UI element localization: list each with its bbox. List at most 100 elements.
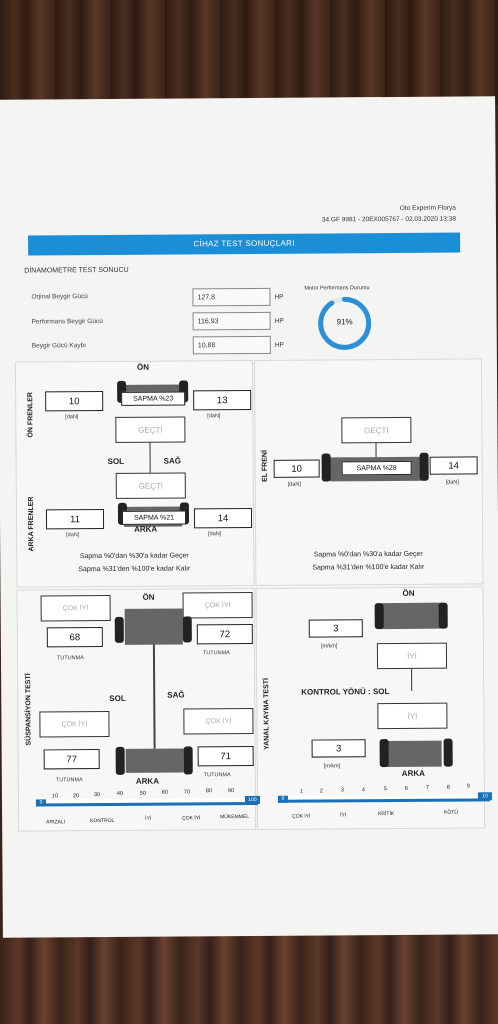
banner-title: CİHAZ TEST SONUÇLARI [28, 232, 461, 256]
side-slip-tick: 6 [404, 785, 408, 792]
side-slip-label: YANAL KAYMA TESTİ [263, 678, 271, 750]
front-right-suspension-value: 72 [196, 623, 253, 645]
suspension-tick: 70 [183, 789, 191, 796]
dyno-row-label: Performans Beygir Gücü [31, 318, 103, 326]
rear-left-suspension-status: ÇOK İYİ [39, 710, 110, 738]
unit-label: [daN] [287, 481, 301, 488]
dyno-row-unit: HP [274, 317, 284, 325]
suspension-front-left-wheel [114, 616, 124, 643]
hand-brake-left-wheel [321, 453, 331, 482]
suspension-scale-label: ARIZALI [46, 819, 66, 826]
unit-label: TUTUNMA [203, 772, 231, 779]
suspension-rear-axle-image [125, 748, 184, 773]
front-left-brake-value: 10 [45, 391, 104, 412]
side-slip-rear-left-wheel [379, 739, 389, 768]
reference-line: 34 GF 9981 - 20EX005767 - 02.03.2020 13:… [321, 215, 456, 224]
rear-right-suspension-value: 71 [197, 745, 254, 767]
side-slip-scale-start: 0 [277, 795, 288, 803]
suspension-tick: 80 [205, 788, 213, 795]
hand-brake-shaft [375, 443, 377, 458]
suspension-tick: 10 [51, 793, 59, 800]
side-slip-rear-right-wheel [443, 738, 453, 767]
side-slip-scale-label: KRİTİK [378, 810, 395, 818]
suspension-label: SÜSPANSİYON TESTİ [25, 673, 33, 746]
suspension-scale-end: 100 [244, 795, 261, 805]
front-left-suspension-status: ÇOK İYİ [40, 594, 111, 622]
hand-brake-right-wheel [419, 452, 429, 481]
dyno-row-unit: HP [274, 293, 284, 301]
front-brake-status: GEÇTİ [115, 416, 186, 443]
rear-left-brake-value: 11 [45, 509, 105, 530]
unit-label: [daN] [445, 479, 459, 486]
front-right-brake-value: 13 [193, 389, 252, 411]
unit-label: TUTUNMA [56, 655, 84, 662]
left-label: SOL [107, 456, 125, 466]
side-slip-rear-axle-image [385, 740, 442, 768]
dyno-row-value: 10,88 [192, 335, 271, 355]
performance-gauge [318, 296, 372, 350]
rear-right-brake-value: 14 [193, 507, 253, 529]
company-name: Oto Experim Florya [399, 204, 456, 212]
side-slip-front-left-wheel [374, 603, 384, 630]
side-slip-tick: 5 [383, 786, 387, 793]
unit-label: [m/km] [323, 763, 341, 770]
hand-brake-label: EL FRENİ [261, 450, 269, 482]
right-label: SAĞ [167, 690, 185, 700]
side-slip-shaft [411, 668, 413, 691]
suspension-scale-start: 0 [35, 799, 47, 807]
front-label: ÖN [142, 592, 155, 602]
side-slip-front-axle-image [382, 602, 441, 630]
side-slip-front-value: 3 [308, 619, 363, 638]
side-slip-tick: 7 [425, 784, 429, 791]
suspension-scale-label: MÜKEMMEL [220, 814, 250, 821]
hand-brake-right-value: 14 [429, 456, 478, 475]
rear-deviation: SAPMA %21 [121, 510, 187, 525]
dyno-row-unit: HP [274, 341, 284, 349]
suspension-tick: 20 [72, 793, 80, 800]
side-slip-tick: 4 [361, 787, 365, 794]
suspension-tick: 50 [139, 790, 147, 797]
rear-label: ARKA [401, 768, 425, 778]
unit-label: [m/km] [320, 643, 338, 650]
dyno-row-label: Beygir Gücü Kaybı [31, 342, 87, 350]
hand-brake-left-value: 10 [273, 459, 320, 478]
suspension-front-axle-image [124, 608, 183, 645]
suspension-rear-right-wheel [183, 746, 193, 775]
front-left-suspension-value: 68 [46, 627, 103, 648]
side-slip-scale-label: ÇOK İYİ [292, 813, 311, 820]
rear-brakes-label: ARKA FRENLER [27, 496, 36, 552]
wood-background-top [0, 0, 498, 105]
rear-left-suspension-value: 77 [43, 749, 100, 770]
side-slip-scale-end: 10 [477, 792, 492, 801]
right-label: SAĞ [163, 456, 181, 466]
side-slip-rear-value: 3 [311, 739, 366, 758]
unit-label: [daN] [66, 532, 80, 539]
dyno-row-label: Orjinal Beygir Gücü [31, 293, 88, 301]
unit-label: [daN] [208, 531, 222, 538]
hand-brake-deviation: SAPMA %28 [341, 460, 412, 476]
front-label: ÖN [136, 362, 149, 372]
control-direction: KONTROL YÖNÜ : SOL [301, 687, 390, 697]
suspension-tick: 30 [93, 792, 101, 799]
wood-background-bottom [0, 930, 498, 1024]
suspension-tick: 60 [161, 789, 169, 796]
side-slip-rear-status: İYİ [377, 702, 448, 730]
suspension-scale-label: İYİ [145, 815, 152, 822]
suspension-front-right-wheel [182, 616, 192, 643]
side-slip-tick: 1 [299, 788, 304, 795]
hand-brake-status: GEÇTİ [341, 416, 412, 444]
side-slip-tick: 3 [340, 787, 344, 794]
side-slip-scale-label: KÖTÜ [444, 809, 458, 816]
rear-label: ARKA [135, 776, 159, 786]
front-deviation: SAPMA %23 [121, 391, 186, 406]
side-slip-tick: 9 [466, 783, 470, 790]
dyno-title: DİNAMOMETRE TEST SONUCU [24, 266, 129, 275]
unit-label: [daN] [207, 413, 221, 420]
rear-brake-status: GEÇTİ [115, 472, 186, 499]
front-right-suspension-status: ÇOK İYİ [182, 591, 253, 619]
rear-label: ARKA [134, 524, 158, 534]
gauge-value: 91% [336, 317, 353, 327]
suspension-scale-label: KONTROL [90, 817, 115, 825]
gauge-title: Motor Performans Durumu [304, 285, 370, 292]
suspension-rear-left-wheel [115, 746, 125, 775]
